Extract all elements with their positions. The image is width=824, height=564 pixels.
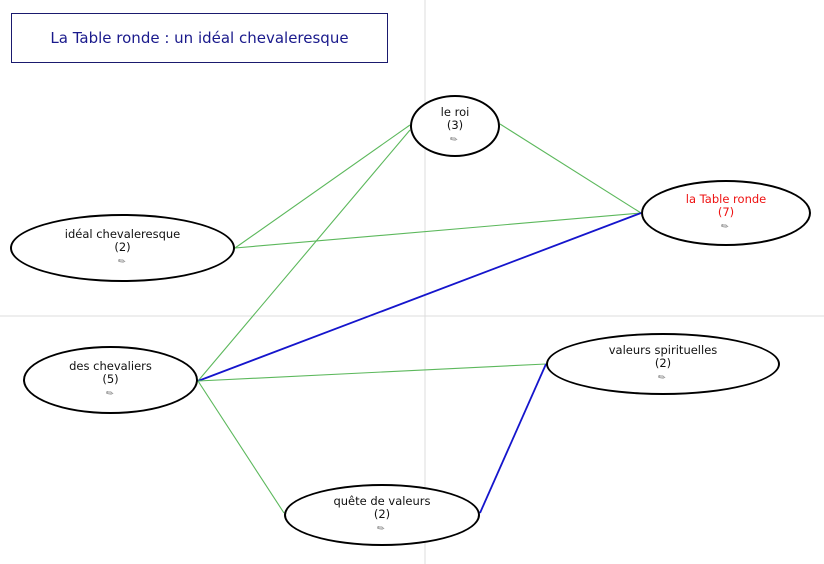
paperclip-icon[interactable]: ✎ xyxy=(375,522,388,535)
edge-chevaliers-table_ronde[interactable] xyxy=(197,212,642,382)
node-label: le roi xyxy=(440,104,470,119)
node-label: des chevaliers xyxy=(69,358,152,373)
edges-layer xyxy=(197,123,642,514)
paperclip-icon[interactable]: ✎ xyxy=(116,255,129,268)
node-label: quête de valeurs xyxy=(333,493,431,508)
node-count: (5) xyxy=(102,371,119,386)
edge-chevaliers-valeurs[interactable] xyxy=(197,363,547,382)
edge-roi-chevaliers[interactable] xyxy=(197,129,411,382)
node-label: idéal chevaleresque xyxy=(64,226,181,241)
edge-quete-valeurs[interactable] xyxy=(479,363,547,514)
node-valeurs-spirituelles[interactable]: valeurs spirituelles (2) ✎ xyxy=(546,333,780,395)
node-la-table-ronde[interactable]: la Table ronde (7) ✎ xyxy=(641,180,811,246)
node-label: valeurs spirituelles xyxy=(608,342,718,357)
edge-roi-table_ronde[interactable] xyxy=(499,123,642,214)
node-ideal-chevaleresque[interactable]: idéal chevaleresque (2) ✎ xyxy=(10,214,235,282)
edge-chevaliers-quete[interactable] xyxy=(197,380,285,514)
edge-ideal-table_ronde[interactable] xyxy=(234,212,642,249)
paperclip-icon[interactable]: ✎ xyxy=(104,387,117,400)
node-quete-de-valeurs[interactable]: quête de valeurs (2) ✎ xyxy=(284,484,480,546)
node-count: (3) xyxy=(446,117,464,132)
node-count: (2) xyxy=(654,355,672,370)
node-count: (2) xyxy=(114,239,131,254)
node-count: (7) xyxy=(717,204,735,219)
node-le-roi[interactable]: le roi (3) ✎ xyxy=(410,95,500,157)
paperclip-icon[interactable]: ✎ xyxy=(448,133,461,146)
node-des-chevaliers[interactable]: des chevaliers (5) ✎ xyxy=(23,346,198,414)
map-title-box[interactable]: La Table ronde : un idéal chevaleresque xyxy=(11,13,388,63)
edge-roi-ideal[interactable] xyxy=(234,124,411,249)
paperclip-icon[interactable]: ✎ xyxy=(656,371,669,384)
node-count: (2) xyxy=(373,506,391,521)
node-label: la Table ronde xyxy=(685,191,767,206)
map-title: La Table ronde : un idéal chevaleresque xyxy=(50,29,349,47)
paperclip-icon[interactable]: ✎ xyxy=(719,220,732,233)
